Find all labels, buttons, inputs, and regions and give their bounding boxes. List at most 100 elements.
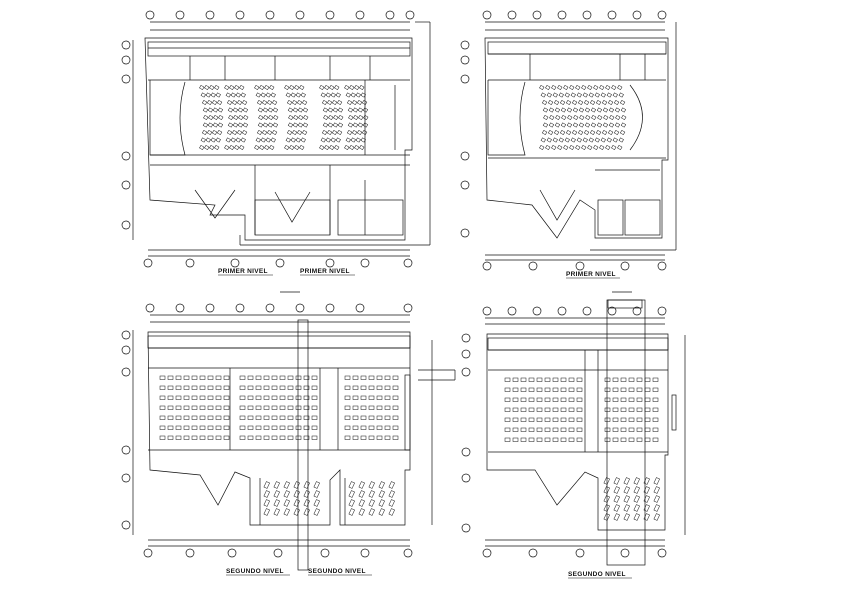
seat [239,144,245,151]
seat [560,437,567,442]
seat [613,486,620,494]
seat [231,99,238,106]
seat [175,435,182,440]
seat [287,107,294,113]
seat [551,144,557,151]
seat [258,114,264,121]
seat [350,92,356,98]
seat [360,137,366,143]
seat [628,387,635,392]
seat [241,129,248,136]
seat [263,395,270,400]
seat [544,397,551,402]
seat [286,129,293,136]
seat [167,435,174,440]
seat [564,137,570,143]
seat [334,84,340,91]
seat [239,375,246,380]
seat [159,435,166,440]
seat [571,129,578,136]
seat [376,435,383,440]
seat [589,99,596,106]
seat [334,144,340,151]
seat [568,407,575,412]
seat [552,377,559,382]
seat [363,114,369,121]
seat [292,107,299,113]
seat [263,435,270,440]
seat [159,395,166,400]
seat [175,395,182,400]
seat [576,137,582,143]
seat [570,92,576,98]
seat [204,84,210,91]
seat [263,385,270,390]
seat [552,387,559,392]
seat [552,92,558,98]
seat [528,437,535,442]
seat [293,114,299,121]
seat [236,129,243,136]
seat [628,417,635,422]
seat [504,387,511,392]
seat [344,415,351,420]
seat [360,435,367,440]
seat [330,137,336,143]
seat [229,84,235,91]
seat [215,435,222,440]
seat [201,129,208,136]
seat [303,490,310,498]
seat [262,122,269,128]
seat [594,137,600,143]
seat [259,144,265,151]
seat [504,427,511,432]
seat [636,397,643,402]
seat [337,107,344,113]
seat [607,99,614,106]
seat [344,375,351,380]
seat [348,508,355,516]
seat [623,486,630,494]
seat [572,107,579,113]
seat [223,405,230,410]
seat [240,137,246,143]
seat [232,122,239,128]
seat [543,114,549,121]
seat [596,122,603,128]
seat [582,137,588,143]
seat [199,385,206,390]
seat [215,375,222,380]
seat [311,405,318,410]
seat [612,387,619,392]
seat [267,122,274,128]
seat [576,427,583,432]
seat [175,385,182,390]
seat [559,99,566,106]
seat [290,92,296,98]
seat [355,92,361,98]
seat [596,107,603,113]
seat [214,84,220,91]
seat [167,425,174,430]
seat [357,122,364,128]
seat [208,114,214,121]
seat [636,407,643,412]
seat [191,425,198,430]
seat [199,435,206,440]
seat [652,387,659,392]
seat [211,99,218,106]
seat [633,504,640,512]
seat [512,397,519,402]
seat [313,481,320,489]
seat [568,387,575,392]
seat [357,107,364,113]
seat [183,425,190,430]
seat [239,405,246,410]
seat [352,122,359,128]
seat [264,144,270,151]
seat [199,425,206,430]
seat [623,513,630,521]
seat [652,427,659,432]
axis-bubbles-top [145,10,415,20]
seat [620,417,627,422]
